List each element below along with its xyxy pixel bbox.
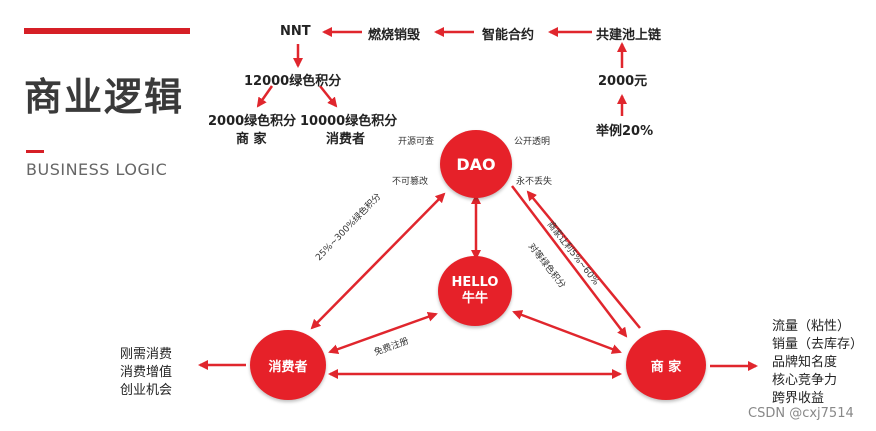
- dao-tag-tamper-proof: 不可篡改: [392, 177, 429, 187]
- label-points-10000: 10000绿色积分: [300, 114, 398, 129]
- label-amount: 2000元: [598, 74, 648, 89]
- merchant-benefit-item: 品牌知名度: [772, 355, 838, 370]
- label-contract: 智能合约: [482, 28, 535, 43]
- consumer-benefit-item: 创业机会: [120, 383, 173, 398]
- node-consumer: 消费者: [250, 330, 326, 400]
- merchant-benefit-list: 流量（粘性） 销量（去库存） 品牌知名度 核心竞争力 跨界收益: [772, 318, 863, 408]
- merchant-benefit-item: 核心竞争力: [772, 373, 838, 388]
- subtitle-accent-bar: [26, 150, 44, 153]
- node-hello: HELLO 牛牛: [438, 256, 512, 326]
- node-hello-label: HELLO: [451, 275, 499, 290]
- arrow-consumer-hello: [328, 311, 438, 355]
- label-nnt: NNT: [280, 24, 311, 39]
- label-points-2000: 2000绿色积分: [208, 114, 297, 129]
- arrow-consumer-dao: [310, 192, 446, 330]
- label-chain: 共建池上链: [596, 28, 662, 43]
- consumer-benefit-item: 刚需消费: [120, 347, 173, 362]
- consumer-benefit-list: 刚需消费 消费增值 创业机会: [120, 346, 172, 400]
- arrow-merchant-to-dao: [526, 190, 641, 329]
- arrow-split-left: [256, 85, 274, 108]
- dao-tag-public: 公开透明: [514, 137, 551, 147]
- page-subtitle: BUSINESS LOGIC: [26, 160, 168, 179]
- merchant-benefit-item: 销量（去库存）: [772, 337, 864, 352]
- node-merchant: 商 家: [626, 330, 706, 400]
- label-consumer-share: 消费者: [326, 132, 366, 147]
- merchant-benefit-item: 流量（粘性）: [772, 319, 851, 334]
- consumer-benefit-item: 消费增值: [120, 365, 173, 380]
- label-points-12000: 12000绿色积分: [244, 74, 342, 89]
- watermark: CSDN @cxj7514: [748, 406, 854, 421]
- label-burn: 燃烧销毁: [368, 28, 421, 43]
- dao-tag-open-source: 开源可查: [398, 137, 435, 147]
- arrow-dao-to-merchant: [511, 185, 628, 338]
- arrow-hello-merchant: [512, 310, 622, 354]
- label-merchant-share: 商 家: [236, 132, 267, 147]
- node-hello-sublabel: 牛牛: [461, 291, 488, 306]
- arrow-split-right: [319, 85, 338, 108]
- node-dao-label: DAO: [456, 154, 496, 174]
- header-accent-bar: [24, 28, 190, 34]
- page-title: 商业逻辑: [24, 75, 185, 119]
- node-consumer-label: 消费者: [268, 359, 308, 375]
- node-dao: DAO: [440, 130, 512, 198]
- label-example: 举例20%: [596, 124, 654, 139]
- merchant-benefit-item: 跨界收益: [772, 391, 825, 406]
- dao-tag-never-lost: 永不丢失: [516, 177, 553, 187]
- node-merchant-label: 商 家: [650, 359, 682, 375]
